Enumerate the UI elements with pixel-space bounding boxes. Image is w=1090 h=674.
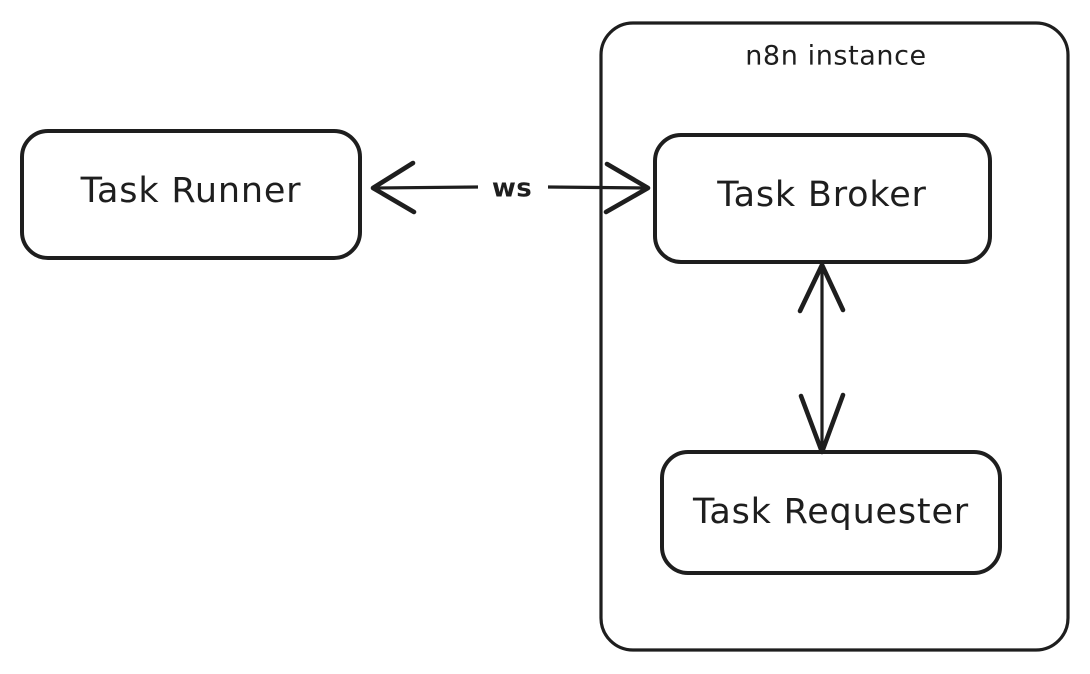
edge-runner-broker-arrowhead-left xyxy=(370,160,417,215)
task-broker-box[interactable] xyxy=(653,133,992,264)
edge-runner-broker-arrowhead-right xyxy=(603,161,651,215)
node-task-runner[interactable]: Task Runner xyxy=(20,129,362,260)
task-requester-label: Task Requester xyxy=(692,492,969,532)
edge-runner-broker-shaft-right xyxy=(546,185,648,190)
edge-broker-requester-arrowhead-top xyxy=(797,262,846,314)
edge-broker-requester-arrowhead-bottom xyxy=(798,392,846,455)
node-task-broker[interactable]: Task Broker xyxy=(653,133,992,264)
node-task-requester[interactable]: Task Requester xyxy=(660,450,1002,575)
n8n-instance-label: n8n instance xyxy=(745,41,927,72)
task-runner-box[interactable] xyxy=(20,129,362,260)
edge-runner-broker-shaft-left xyxy=(373,185,480,190)
edge-runner-broker-label: ws xyxy=(492,174,532,204)
task-runner-label: Task Runner xyxy=(80,171,302,211)
edge-broker-requester[interactable] xyxy=(797,262,846,455)
edge-runner-broker-label-backdrop xyxy=(478,170,548,206)
task-broker-label: Task Broker xyxy=(716,175,926,215)
edge-runner-broker[interactable]: ws xyxy=(370,160,651,215)
task-requester-box[interactable] xyxy=(660,450,1002,575)
